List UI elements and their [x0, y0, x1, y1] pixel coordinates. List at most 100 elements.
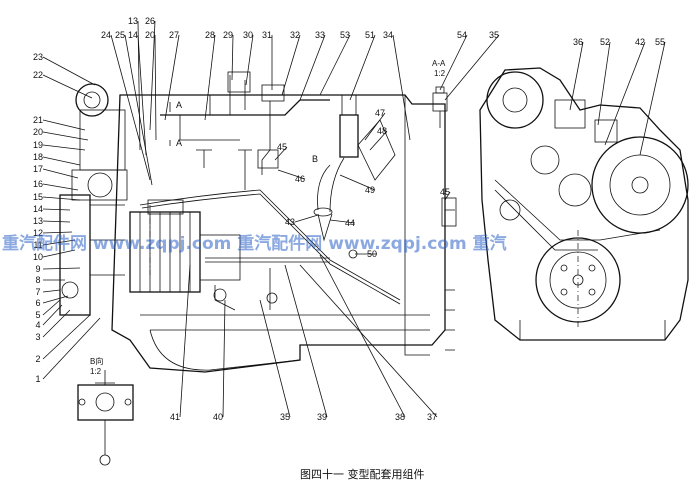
leader-line — [42, 56, 96, 86]
leader-line — [231, 34, 234, 81]
part-number-label: 37 — [427, 412, 437, 422]
leader-line — [42, 309, 71, 338]
part-number-label: 4 — [35, 320, 40, 330]
leader-line — [42, 183, 79, 191]
part-number-label: 35 — [280, 412, 290, 422]
leader-line — [339, 174, 376, 191]
leader-line — [42, 119, 86, 131]
part-number-label: 52 — [600, 37, 610, 47]
leader-line — [299, 34, 326, 101]
leader-line — [42, 289, 61, 293]
section-mark-a-top: A — [176, 100, 182, 110]
part-number-label: 55 — [655, 37, 665, 47]
part-number-label: 1 — [35, 374, 40, 384]
leader-line — [439, 34, 468, 91]
watermark-text: 重汽配件网 www.zqpj.com 重汽配件网 www.zqpj.com 重汽 — [2, 233, 507, 254]
leader-line — [42, 304, 63, 326]
part-number-label: 22 — [33, 70, 43, 80]
part-number-label: 10 — [33, 252, 43, 262]
leader-line — [294, 214, 319, 223]
leader-line — [42, 231, 73, 234]
part-number-label: 43 — [285, 217, 295, 227]
leader-line — [597, 41, 611, 126]
part-number-label: 2 — [35, 354, 40, 364]
part-number-label: 51 — [365, 30, 375, 40]
leader-line — [281, 34, 301, 96]
leader-line — [274, 146, 288, 161]
part-number-label: 3 — [35, 332, 40, 342]
part-number-label: 23 — [33, 52, 43, 62]
leader-line — [319, 34, 351, 96]
part-number-label: 27 — [169, 30, 179, 40]
part-number-label: 54 — [457, 30, 467, 40]
leader-line — [319, 254, 406, 418]
leader-line — [349, 34, 376, 101]
leader-line — [444, 191, 451, 201]
figure-caption: 图四十一 变型配套用组件 — [300, 467, 425, 481]
part-number-label: 20 — [145, 30, 155, 40]
leader-line — [259, 299, 291, 418]
part-number-label: 24 — [101, 30, 111, 40]
leader-line — [124, 34, 153, 186]
part-number-label: 29 — [223, 30, 233, 40]
part-number-label: 21 — [33, 115, 43, 125]
part-number-label: 15 — [33, 192, 43, 202]
part-number-label: 34 — [383, 30, 393, 40]
leader-line — [369, 130, 388, 151]
leader-line — [284, 264, 328, 418]
part-number-label: 48 — [377, 126, 387, 136]
part-number-label: 44 — [345, 218, 355, 228]
part-number-label: 45 — [440, 187, 450, 197]
part-number-label: 14 — [33, 204, 43, 214]
part-number-label: 13 — [33, 216, 43, 226]
leader-line — [110, 34, 151, 181]
leader-line — [154, 34, 157, 141]
part-number-label: 39 — [317, 412, 327, 422]
part-number-label: 45 — [277, 142, 287, 152]
part-number-label: 31 — [262, 30, 272, 40]
leader-line — [164, 34, 180, 121]
part-number-label: 30 — [243, 30, 253, 40]
part-number-label: 5 — [35, 310, 40, 320]
engine-end-view — [479, 67, 689, 341]
leader-line — [392, 34, 411, 141]
main-engine-side-view — [59, 71, 457, 373]
view-b-detail: B向 1:2 — [77, 356, 134, 466]
leader-line — [42, 168, 79, 179]
leader-line — [179, 264, 191, 418]
part-number-label: 14 — [128, 30, 138, 40]
part-number-label: 26 — [145, 16, 155, 26]
leader-line — [42, 144, 86, 151]
leader-line — [42, 249, 76, 258]
leader-line — [329, 219, 356, 224]
part-number-label: 50 — [367, 249, 377, 259]
leader-lines — [42, 20, 666, 418]
leader-line — [42, 239, 76, 246]
leader-line — [42, 74, 93, 99]
part-number-label: 46 — [295, 174, 305, 184]
part-number-label: 18 — [33, 152, 43, 162]
section-mark-a-bottom: A — [176, 138, 182, 148]
leader-line — [222, 299, 226, 418]
part-number-label: 53 — [340, 30, 350, 40]
part-number-label: 6 — [35, 298, 40, 308]
leader-line — [137, 34, 147, 156]
part-number-label: 9 — [35, 264, 40, 274]
leader-line — [149, 20, 156, 131]
part-number-label: 7 — [35, 287, 40, 297]
part-number-label: 8 — [35, 275, 40, 285]
part-number-label: 13 — [128, 16, 138, 26]
part-number-label: 20 — [33, 127, 43, 137]
section-aa-label: A-A — [432, 59, 446, 68]
part-number-label: 33 — [315, 30, 325, 40]
leader-line — [42, 208, 71, 211]
leader-line — [569, 41, 584, 111]
leader-line — [277, 169, 306, 180]
leader-line — [42, 220, 71, 223]
part-number-label: 32 — [290, 30, 300, 40]
part-number-label: 17 — [33, 164, 43, 174]
leader-line — [444, 34, 500, 101]
part-number-label: 47 — [375, 108, 385, 118]
leader-line — [42, 267, 81, 270]
